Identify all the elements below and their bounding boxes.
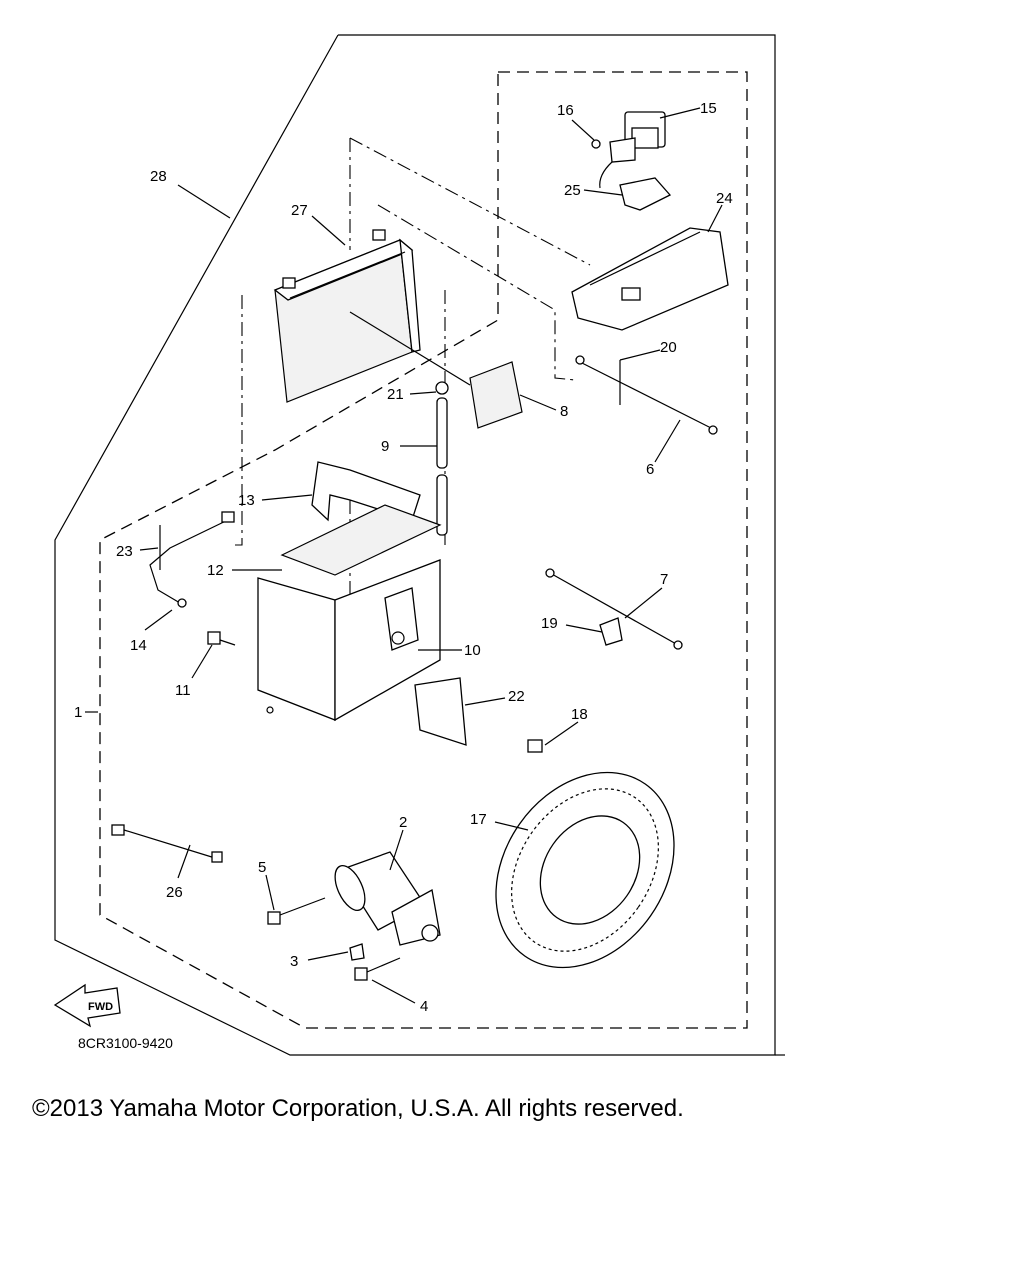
subassembly-outlines [99,71,748,1029]
svg-text:FWD: FWD [88,1001,113,1013]
callout-15: 15 [700,100,717,117]
callout-18: 18 [571,706,588,723]
breather-pipe [435,381,449,536]
battery-bracket [257,504,467,746]
lead-14 [149,511,235,608]
callout-10: 10 [464,642,481,659]
callout-25: 25 [564,182,581,199]
callout-22: 22 [508,688,525,705]
relay-cover [571,227,729,331]
callout-7: 7 [660,571,668,588]
callout-5: 5 [258,859,266,876]
figure-code: 8CR3100-9420 [78,1035,173,1051]
callout-11: 11 [175,682,191,699]
battery-pad [349,311,523,429]
callout-1: 1 [74,704,82,721]
callout-4: 4 [420,998,428,1015]
callout-19: 19 [541,615,558,632]
callout-12: 12 [207,562,224,579]
starter-relay [591,111,672,211]
callout-23: 23 [116,543,133,560]
kit-outline [54,34,785,1056]
lead-6 [575,355,718,435]
callout-labels: 1 2 3 4 5 6 7 8 9 10 11 12 13 14 15 16 1… [74,100,733,1015]
callout-26: 26 [166,884,183,901]
parts-diagram: FWD 8CR3100-9420 1 2 3 [53,34,785,1056]
lead-7 [545,568,683,650]
callout-6: 6 [646,461,654,478]
callout-28: 28 [150,168,167,185]
callout-24: 24 [716,190,733,207]
fwd-arrow-icon: FWD [53,983,121,1028]
callout-2: 2 [399,814,407,831]
callout-9: 9 [381,438,389,455]
copyright-notice: ©2013 Yamaha Motor Corporation, U.S.A. A… [32,1095,684,1122]
callout-27: 27 [291,202,308,219]
callout-8: 8 [560,403,568,420]
callout-14: 14 [130,637,147,654]
callout-13: 13 [238,492,255,509]
bolt-11 [207,631,236,646]
callout-17: 17 [470,811,487,828]
callout-21: 21 [387,386,404,403]
callout-20: 20 [660,339,677,356]
leader-lines [85,107,723,1004]
callout-3: 3 [290,953,298,970]
starter-ring-gear [495,739,675,969]
battery [273,229,421,403]
lead-26 [111,824,223,863]
starter-motor [267,851,441,981]
callout-16: 16 [557,102,574,119]
